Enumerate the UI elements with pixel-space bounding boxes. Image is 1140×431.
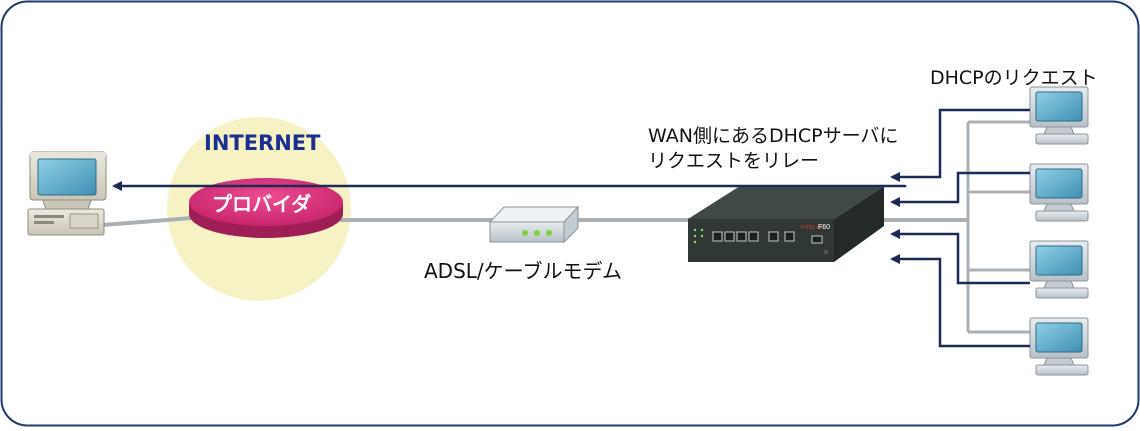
lan-cables xyxy=(966,120,1035,334)
provider-disk xyxy=(189,178,343,238)
router-brand: FITELnet xyxy=(801,225,824,231)
modem-label: ADSL/ケーブルモデム xyxy=(424,259,623,283)
relay-arrow xyxy=(112,181,907,191)
remote-pc-icon xyxy=(27,151,107,236)
internet-label: INTERNET xyxy=(204,131,321,155)
lan-pc-icon xyxy=(1029,317,1089,376)
relay-label-line2: リクエストをリレー xyxy=(648,150,820,172)
router-model: F60 xyxy=(818,224,830,231)
router-icon: FITELnet F60 xyxy=(688,186,884,262)
dhcp-request-label: DHCPのリクエスト xyxy=(930,67,1098,89)
dhcp-request-arrows xyxy=(890,108,1030,348)
adsl-modem-icon xyxy=(488,205,580,244)
lan-pc-icon xyxy=(1029,163,1089,222)
relay-label-line1: WAN側にあるDHCPサーバに xyxy=(648,125,899,147)
provider-label: プロバイダ xyxy=(212,192,312,216)
lan-pc-icon xyxy=(1029,240,1089,299)
lan-pc-icon xyxy=(1029,86,1089,145)
